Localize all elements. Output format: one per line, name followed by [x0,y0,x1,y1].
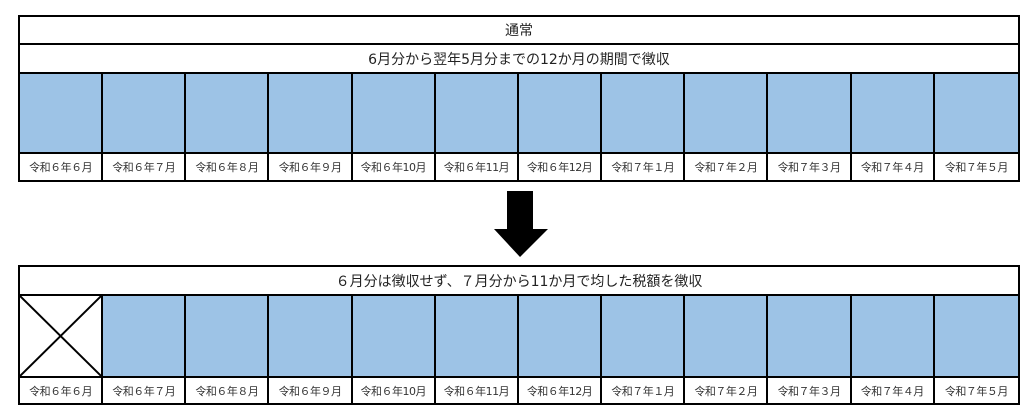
month-label: 令和６年６月 [20,154,104,180]
month-block [685,296,769,376]
month-label: 令和６年10月 [353,378,436,403]
month-block [851,296,935,376]
adjusted-month-blocks [20,296,1018,378]
month-label: 令和６年８月 [186,378,270,403]
month-label: 令和７年１月 [602,378,686,403]
month-label: 令和７年３月 [768,154,852,180]
month-block [103,296,187,376]
month-block [186,74,270,152]
month-block [518,296,603,376]
month-block [269,74,353,152]
month-block [20,74,104,152]
month-label: 令和６年７月 [103,378,187,403]
month-label: 令和７年４月 [852,154,935,180]
adjusted-schedule-table: ６月分は徴収せず、７月分から11か月で均した税額を徴収 令和６年６月令和６年７月… [18,265,1020,405]
normal-month-blocks [20,74,1018,154]
month-block [269,296,353,376]
month-block [934,296,1018,376]
month-block [103,74,187,152]
month-block [768,296,852,376]
month-block [352,74,436,152]
month-label: 令和６年12月 [519,154,603,180]
month-label: 令和６年８月 [186,154,270,180]
month-block [602,296,686,376]
month-label: 令和７年５月 [944,384,1009,398]
month-block [768,74,852,152]
adjusted-header: ６月分は徴収せず、７月分から11か月で均した税額を徴収 [20,267,1018,296]
month-block [352,296,436,376]
month-block [851,74,935,152]
month-block [518,74,603,152]
month-block [435,296,519,376]
month-label: 令和７年２月 [685,378,769,403]
month-label: 令和７年５月 [944,161,1009,174]
month-label: 令和６年９月 [269,154,353,180]
month-label: 令和６年10月 [353,154,436,180]
month-label: 令和７年４月 [852,378,935,403]
month-label: 令和６年11月 [436,378,519,403]
month-block [602,74,686,152]
month-label: 令和６年６月 [20,378,104,403]
month-block [934,74,1018,152]
month-label: 令和６年９月 [269,378,353,403]
normal-schedule-table: 通常 6月分から翌年5月分までの12か月の期間で徴収 令和６年６月令和６年７月令… [18,15,1020,182]
no-collection-cross-icon [20,296,104,376]
month-label: 令和６年11月 [436,154,519,180]
month-label: 令和７年１月 [602,154,686,180]
month-block [435,74,519,152]
month-label: 令和７年２月 [685,154,769,180]
month-label: 令和７年３月 [768,378,852,403]
month-label: 令和６年12月 [519,378,603,403]
normal-header: 通常 [20,17,1018,45]
down-arrow-icon [494,191,548,257]
normal-subheader: 6月分から翌年5月分までの12か月の期間で徴収 [20,45,1018,74]
month-block [685,74,769,152]
month-block [186,296,270,376]
adjusted-month-labels: 令和６年６月令和６年７月令和６年８月令和６年９月令和６年10月令和６年11月令和… [20,378,1018,403]
month-label: 令和６年７月 [103,154,187,180]
normal-month-labels: 令和６年６月令和６年７月令和６年８月令和６年９月令和６年10月令和６年11月令和… [20,154,1018,180]
